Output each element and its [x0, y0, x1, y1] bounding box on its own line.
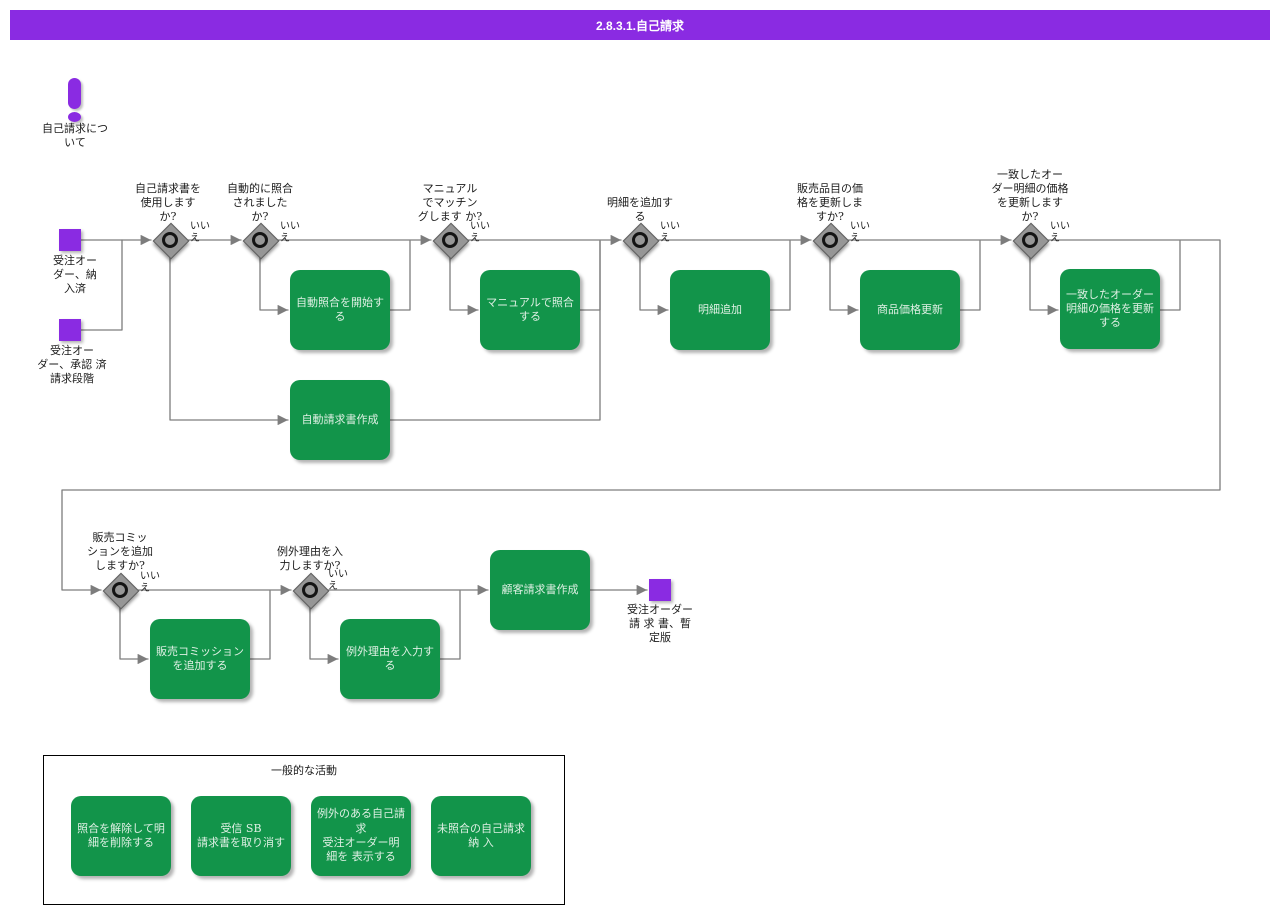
legend-task-unmatch-delete-lines[interactable]: 照合を解除して明 細を削除する [71, 796, 171, 876]
flow-line [829, 256, 859, 316]
gateway-auto-matched-question: 自動的に照合 されました か? [227, 182, 293, 224]
gateway-circle-icon [302, 582, 318, 598]
task-auto-invoice[interactable]: 自動請求書作成 [290, 380, 390, 460]
flow-line [119, 606, 149, 665]
gateway-update-matched-price-question: 一致したオー ダー明細の価格 を更新します か? [991, 168, 1069, 224]
gateway-use-self-billing[interactable] [152, 222, 190, 260]
start-event-order-approved-label: 受注オー ダー、承認 済 請求段階 [37, 344, 107, 386]
gateway-update-matched-price-no-label: いい え [1050, 221, 1070, 244]
end-event-invoice-draft-label: 受注オーダー 請 求 書、暫 定版 [627, 603, 693, 645]
start-event-order-delivered-label: 受注オー ダー、納 入済 [53, 254, 97, 296]
flow-line [169, 256, 289, 426]
flow-line [309, 606, 339, 665]
legend-title: 一般的な活動 [271, 764, 337, 777]
diagram-title-bar: 2.8.3.1.自己請求 [10, 10, 1270, 40]
gateway-circle-icon [162, 232, 178, 248]
gateway-circle-icon [822, 232, 838, 248]
gateway-update-matched-price[interactable] [1012, 222, 1050, 260]
gateway-add-lines[interactable] [622, 222, 660, 260]
task-update-product-price[interactable]: 商品価格更新 [860, 270, 960, 350]
gateway-circle-icon [632, 232, 648, 248]
gateway-auto-matched[interactable] [242, 222, 280, 260]
diagram-title: 2.8.3.1.自己請求 [595, 18, 685, 33]
gateway-manual-match-no-label: いい え [470, 221, 490, 244]
gateway-circle-icon [112, 582, 128, 598]
flow-line [61, 239, 1221, 596]
flow-line [959, 240, 981, 311]
flow-line [1029, 256, 1059, 316]
gateway-update-item-price[interactable] [812, 222, 850, 260]
start-event-order-approved[interactable] [59, 319, 81, 341]
end-event-invoice-draft[interactable] [649, 579, 671, 601]
flow-line [439, 590, 461, 660]
gateway-update-item-price-question: 販売品目の価 格を更新しま すか? [797, 182, 863, 224]
flow-line [449, 256, 479, 316]
task-update-matched-line-price[interactable]: 一致したオーダー 明細の価格を更新 する [1060, 269, 1160, 349]
gateway-use-self-billing-no-label: いい え [190, 221, 210, 244]
gateway-auto-matched-no-label: いい え [280, 221, 300, 244]
gateway-add-lines-question: 明細を追加す る [607, 196, 673, 224]
flow-line [579, 240, 601, 311]
gateway-manual-match[interactable] [432, 222, 470, 260]
legend-general-activities: 一般的な活動 照合を解除して明 細を削除する 受信 SB 請求書を取り消す 例外… [43, 755, 565, 905]
legend-task-unmatched-self-billing-deliveries[interactable]: 未照合の自己請求 納 入 [431, 796, 531, 876]
task-create-customer-invoice[interactable]: 顧客請求書作成 [490, 550, 590, 630]
gateway-use-self-billing-question: 自己請求書を 使用します か? [135, 182, 201, 224]
flow-line [389, 240, 411, 311]
exclamation-dot-icon [68, 112, 81, 122]
gateway-add-lines-no-label: いい え [660, 221, 680, 244]
gateway-circle-icon [442, 232, 458, 248]
flow-line [259, 256, 289, 316]
flow-line [1159, 240, 1181, 311]
gateway-add-commission-question: 販売コミッ ションを追加 しますか? [87, 531, 153, 573]
flow-line [639, 256, 669, 316]
gateway-circle-icon [1022, 232, 1038, 248]
legend-task-show-exception-order-lines[interactable]: 例外のある自己請 求 受注オーダー明 細を 表示する [311, 796, 411, 876]
gateway-manual-match-question: マニュアル でマッチン グします か? [417, 182, 483, 224]
task-add-commission[interactable]: 販売コミッション を追加する [150, 619, 250, 699]
task-start-auto-match[interactable]: 自動照合を開始す る [290, 270, 390, 350]
start-event-order-delivered[interactable] [59, 229, 81, 251]
gateway-update-item-price-no-label: いい え [850, 221, 870, 244]
flow-line [249, 590, 271, 660]
task-enter-exception[interactable]: 例外理由を入力す る [340, 619, 440, 699]
exclamation-icon [68, 78, 81, 109]
note-label: 自己請求につ いて [42, 122, 108, 150]
task-manual-match[interactable]: マニュアルで照合 する [480, 270, 580, 350]
gateway-add-commission-no-label: いい え [140, 571, 160, 594]
task-add-line[interactable]: 明細追加 [670, 270, 770, 350]
gateway-enter-exception-no-label: いい え [328, 569, 348, 592]
gateway-add-commission[interactable] [102, 572, 140, 610]
gateway-enter-exception[interactable] [292, 572, 330, 610]
gateway-circle-icon [252, 232, 268, 248]
gateway-enter-exception-question: 例外理由を入 力しますか? [277, 545, 343, 573]
legend-task-cancel-sb-invoice[interactable]: 受信 SB 請求書を取り消す [191, 796, 291, 876]
flow-line [769, 240, 791, 311]
